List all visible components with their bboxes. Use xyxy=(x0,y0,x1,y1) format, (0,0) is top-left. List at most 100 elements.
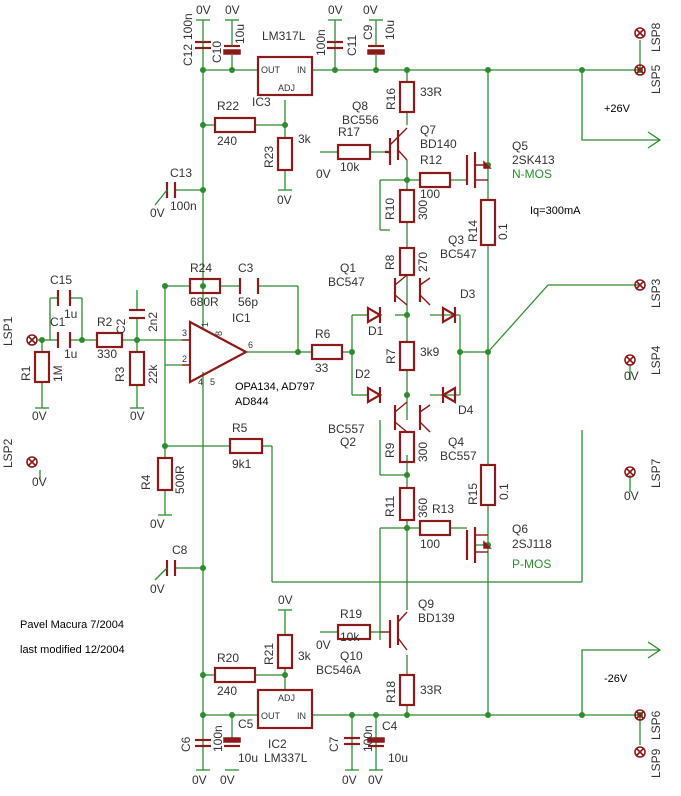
lsp3-label: LSP3 xyxy=(649,278,663,308)
c10-label: C10 xyxy=(210,41,224,63)
gnd-label: 0V xyxy=(368,773,383,787)
c13-label: C13 xyxy=(170,166,192,180)
resistor-r11 xyxy=(398,486,416,522)
opamp-ic1 xyxy=(188,320,249,384)
capacitor-c10 xyxy=(223,20,241,55)
q10-type: BC546A xyxy=(316,663,361,677)
r19-value: 10k xyxy=(340,630,360,644)
pin-label: 4 xyxy=(198,377,203,387)
c4-value: 10u xyxy=(388,751,408,765)
d3-label: D3 xyxy=(460,287,476,301)
lsp7-connector xyxy=(624,466,636,478)
opamp-options: OPA134, AD797 xyxy=(235,381,315,393)
resistor-r22 xyxy=(213,116,257,134)
transistor-q10 xyxy=(380,620,392,648)
r23-label: R23 xyxy=(262,146,276,168)
r5-value: 9k1 xyxy=(232,457,252,471)
ic3-adj: ADJ xyxy=(278,83,295,93)
c3-value: 56p xyxy=(238,295,258,309)
lsp2-connector xyxy=(26,456,38,468)
r16-value: 33R xyxy=(420,85,442,99)
gnd-label: 0V xyxy=(342,773,357,787)
lsp6-label: LSP6 xyxy=(649,710,663,740)
resistor-r23 xyxy=(276,136,294,172)
resistor-r6 xyxy=(310,343,344,361)
c12-label: C12 xyxy=(181,44,195,66)
capacitor-c1 xyxy=(56,332,72,348)
r3-value: 22k xyxy=(146,364,160,384)
r8-label: R8 xyxy=(383,254,397,270)
lsp2-label: LSP2 xyxy=(1,438,15,468)
capacitor-c7 xyxy=(344,736,360,746)
resistor-r2 xyxy=(95,331,124,349)
capacitor-c5 xyxy=(223,737,241,748)
gnd-label: 0V xyxy=(32,409,47,423)
pin-label: 3 xyxy=(182,328,187,338)
r1-label: R1 xyxy=(19,365,33,381)
q10-label: Q10 xyxy=(340,649,363,663)
transistor-q4 xyxy=(418,404,431,433)
components xyxy=(33,20,662,748)
mosfet-q5 xyxy=(465,152,492,188)
plus26-label: +26V xyxy=(604,103,631,115)
c8-label: C8 xyxy=(172,543,188,557)
c4-label: C4 xyxy=(382,719,398,733)
c3-label: C3 xyxy=(238,261,254,275)
ground-symbols xyxy=(35,19,383,771)
c6-label: C6 xyxy=(179,736,193,752)
transistor-q7 xyxy=(396,130,408,161)
resistor-r7 xyxy=(398,340,416,372)
r9-label: R9 xyxy=(383,442,397,458)
r7-label: R7 xyxy=(384,348,398,364)
r17-label: R17 xyxy=(338,125,360,139)
r15-value: 0.1 xyxy=(497,483,511,500)
diode-d2 xyxy=(366,386,383,404)
gnd-label: 0V xyxy=(624,369,639,383)
q4-type: BC557 xyxy=(440,449,477,463)
r3-label: R3 xyxy=(113,366,127,382)
r13-label: R13 xyxy=(432,502,454,516)
c1-label: C1 xyxy=(50,315,66,329)
capacitor-c8 xyxy=(154,560,177,581)
r2-value: 330 xyxy=(97,347,117,361)
lsp3-connector xyxy=(634,279,646,291)
c11-value: 100n xyxy=(314,29,328,56)
pin-label: 1 xyxy=(200,322,210,327)
lsp7-label: LSP7 xyxy=(649,458,663,488)
resistor-r24 xyxy=(188,277,222,295)
d2-label: D2 xyxy=(355,367,371,381)
gnd-label: 0V xyxy=(277,193,292,207)
resistor-r4 xyxy=(156,456,174,492)
resistor-r21 xyxy=(276,633,294,670)
c7-value: 100n xyxy=(361,725,375,752)
c5-label: C5 xyxy=(238,717,254,731)
r4-label: R4 xyxy=(139,474,153,490)
gnd-label: 0V xyxy=(196,3,211,17)
transistor-q9 xyxy=(396,611,408,651)
r17-value: 10k xyxy=(340,160,360,174)
r9-value: 300 xyxy=(416,442,430,462)
labels: 0V 0V 0V 0V C12 100n C10 10u LM317L OUT … xyxy=(1,3,663,787)
q5-type: 2SK413 xyxy=(512,153,555,167)
r21-label: R21 xyxy=(262,643,276,665)
capacitor-c4 xyxy=(367,737,385,748)
r16-label: R16 xyxy=(384,88,398,110)
r2-label: R2 xyxy=(97,315,113,329)
lsp1-connector xyxy=(26,334,38,346)
r21-value: 3k xyxy=(298,649,312,663)
mosfet-q6 xyxy=(465,527,492,563)
d4-label: D4 xyxy=(458,403,474,417)
r5-label: R5 xyxy=(232,421,248,435)
r19-label: R19 xyxy=(340,607,362,621)
speaker-connectors xyxy=(26,27,646,758)
r14-label: R14 xyxy=(466,220,480,242)
r8-value: 270 xyxy=(416,252,430,272)
capacitor-c6 xyxy=(195,738,211,748)
nmos-label: N-MOS xyxy=(512,167,552,181)
c7-label: C7 xyxy=(327,736,341,752)
resistor-r18 xyxy=(398,673,416,707)
r11-value: 360 xyxy=(416,498,430,518)
lsp8-label: LSP8 xyxy=(649,22,663,52)
gnd-label: 0V xyxy=(150,517,165,531)
pmos-label: P-MOS xyxy=(512,557,551,571)
